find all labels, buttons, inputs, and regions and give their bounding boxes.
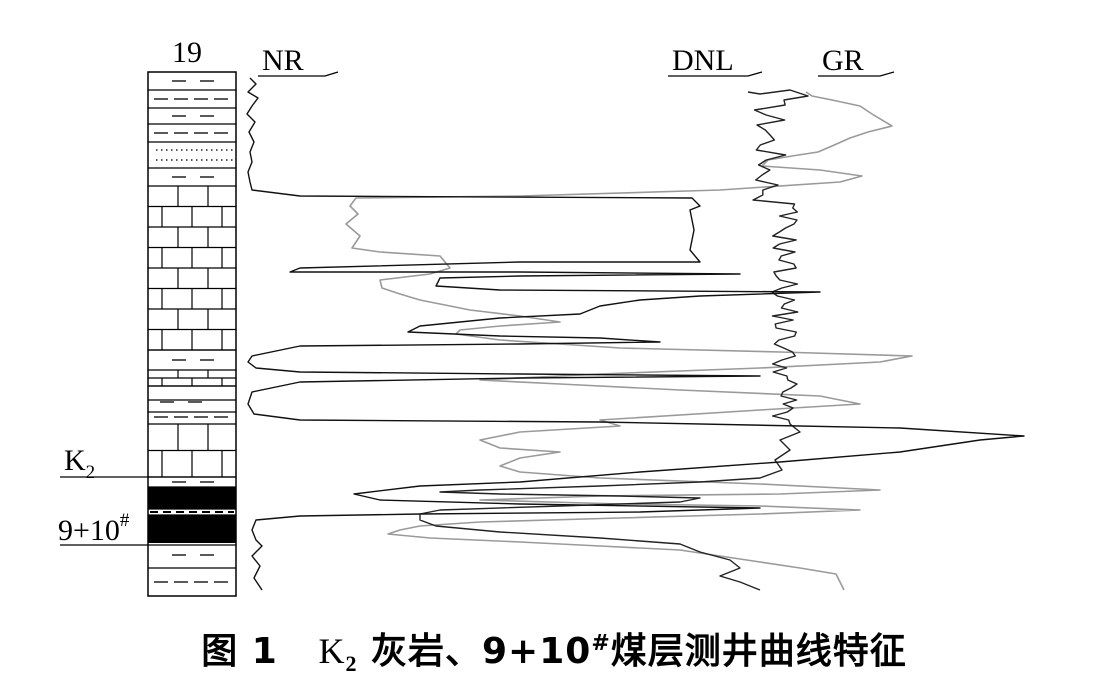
well-id-label: 19 [172,36,202,69]
lithology-column [147,71,237,597]
figure-caption: 图 1 K2 灰岩、9+10#煤层测井曲线特征 [0,622,1108,677]
svg-text:DNL: DNL [672,44,734,77]
coal-seam-label: 9+10# [58,510,130,547]
caption-part1: 灰岩 [357,631,445,672]
coal-seam-lower [148,515,236,543]
curve-label-gr: GR [818,44,895,77]
curve-label-dnl: DNL [668,44,763,77]
gr-curve [345,91,913,591]
caption-part2: 煤层测井曲线特征 [610,631,907,672]
coal-seam-upper [148,487,236,509]
caption-k2: K2 [318,631,358,677]
svg-text:NR: NR [262,44,304,77]
caption-sep: 、 [444,631,482,672]
k2-label: K2 [64,444,95,483]
curve-label-nr: NR [258,44,339,77]
caption-fig-no: 图 1 [201,631,278,672]
svg-text:GR: GR [822,44,864,77]
nr-curve [246,77,1025,591]
caption-seam: 9+10 [482,631,592,672]
caption-seam-sup: # [591,631,611,656]
dnl-curve [419,89,809,591]
